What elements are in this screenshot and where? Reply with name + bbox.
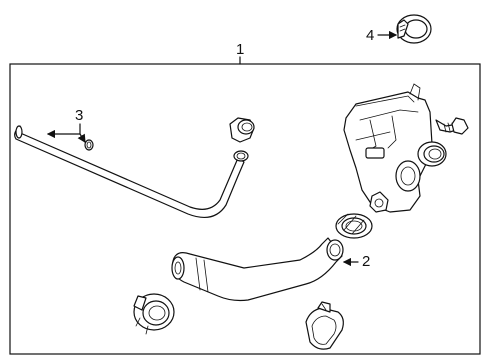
assembly-frame bbox=[9, 63, 481, 355]
upper-tube-part[interactable] bbox=[14, 125, 245, 219]
callout-4-label: 4 bbox=[366, 27, 374, 44]
filler-hose-part[interactable] bbox=[171, 237, 344, 302]
callout-1[interactable]: 1 bbox=[236, 41, 244, 65]
callout-3[interactable]: 3 bbox=[46, 107, 86, 144]
bolt-part[interactable] bbox=[435, 117, 469, 135]
elbow-fitting-part[interactable] bbox=[229, 117, 255, 143]
hose-clamp-lower[interactable] bbox=[335, 213, 373, 239]
callout-4[interactable]: 4 bbox=[366, 27, 398, 44]
callout-3-label: 3 bbox=[75, 107, 83, 124]
callout-2-label: 2 bbox=[362, 253, 370, 270]
callout-3-leader-right bbox=[77, 133, 86, 144]
triangular-fitting-part[interactable] bbox=[305, 301, 344, 350]
bracket-assembly-part[interactable] bbox=[343, 83, 447, 213]
hose-clamp-part[interactable] bbox=[396, 14, 432, 44]
callout-2[interactable]: 2 bbox=[342, 253, 370, 270]
bushing-part[interactable] bbox=[84, 139, 94, 151]
tube-end-fitting[interactable] bbox=[233, 150, 249, 162]
callout-1-label: 1 bbox=[236, 41, 244, 58]
gasket-fitting-part[interactable] bbox=[133, 293, 175, 335]
